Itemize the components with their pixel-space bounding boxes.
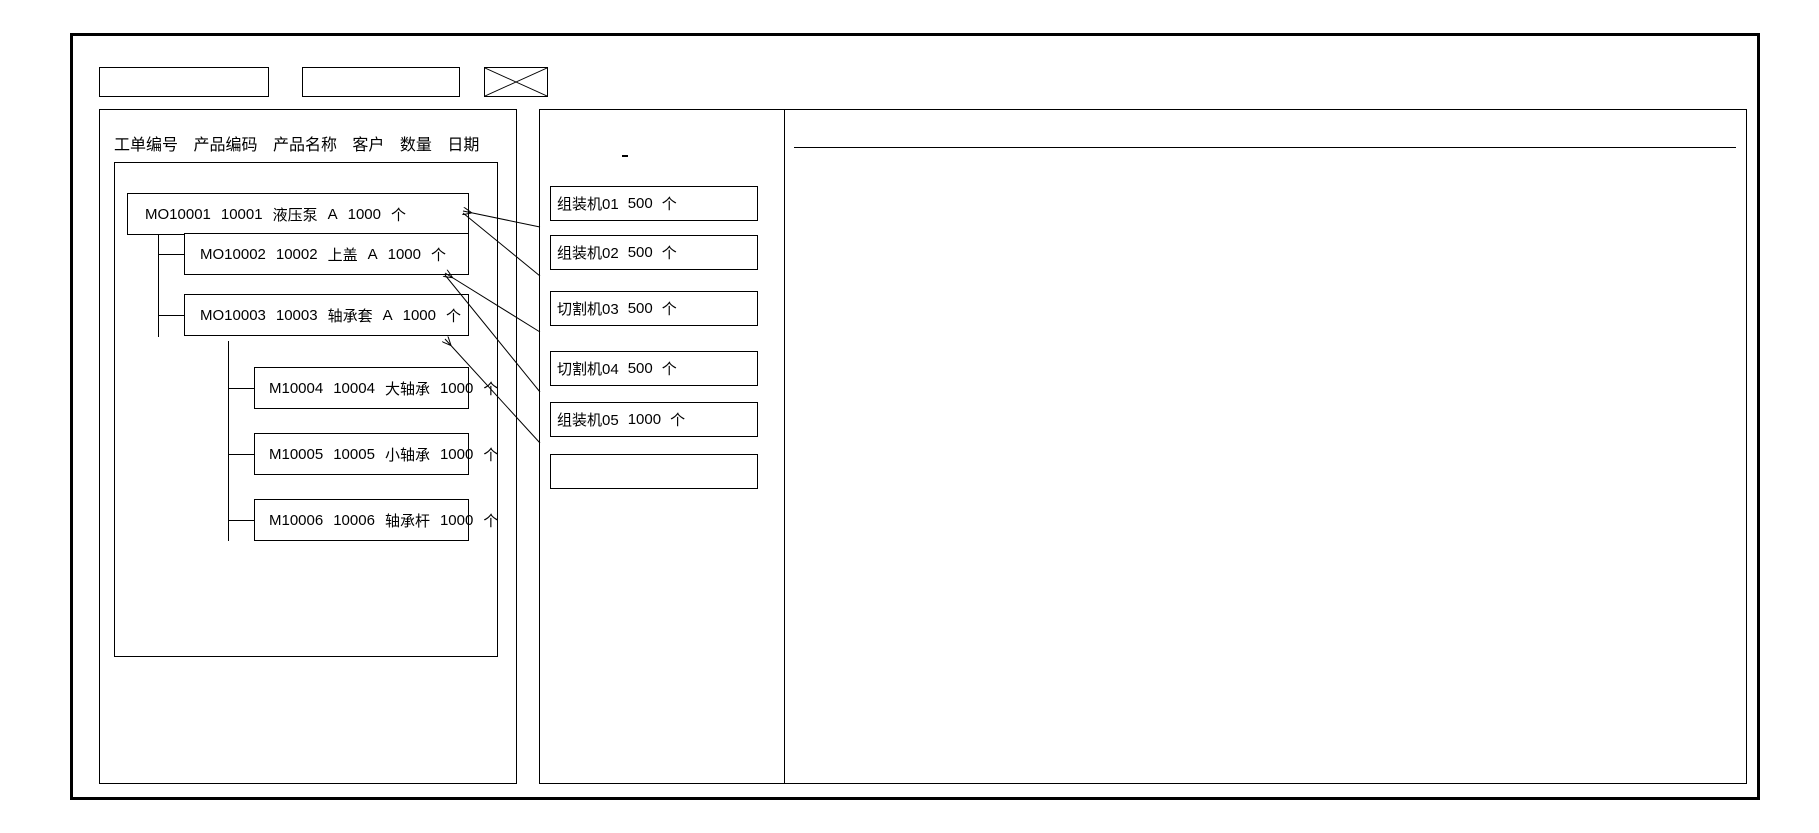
tree-row-product-name: 上盖 [327,246,358,264]
tree-row-product-name: 液压泵 [272,206,318,224]
machine-name: 组装机02 [557,245,619,262]
tree-row-unit: 个 [483,380,499,398]
machine-unit: 个 [661,245,677,262]
tree-connector-elbow-5 [228,520,254,521]
tree-row-product-name: 轴承套 [327,307,373,325]
detail-panel [784,109,1747,784]
tree-row[interactable]: M10006 10006 轴承杆 1000 个 [254,499,498,541]
tree-row-unit: 个 [483,512,499,530]
machine-quantity: 500 [627,300,653,317]
toolbar-field-2[interactable] [302,67,460,97]
machine-row[interactable]: 组装机01 500 个 [550,186,758,221]
work-order-panel: 工单编号 产品编码 产品名称 客户 数量 日期 MO10001 [99,109,517,784]
tree-row-unit: 个 [446,307,462,325]
machine-quantity: 500 [627,244,653,261]
tree-connector-elbow-1 [158,254,184,255]
tree-row-order-no: M10004 [269,379,324,397]
detail-panel-header-divider [794,147,1736,148]
toolbar [99,66,548,98]
toolbar-field-1[interactable] [99,67,269,97]
tree-row-order-no: MO10003 [200,306,266,324]
machine-quantity: 1000 [627,411,662,428]
tree-row-product-code: 10005 [333,445,375,463]
tree-row-product-code: 10002 [275,245,318,263]
work-order-tree-frame: MO10001 10001 液压泵 A 1000 个 MO10002 10002… [114,162,498,657]
tree-row[interactable]: M10005 10005 小轴承 1000 个 [254,433,498,475]
panel-marker-dash [622,155,628,157]
tree-row-quantity: 1000 [387,245,421,263]
machine-row[interactable]: 组装机02 500 个 [550,235,758,270]
tree-row-order-no: MO10001 [145,205,211,223]
column-header-customer: 客户 [352,137,385,154]
tree-row-quantity: 1000 [439,379,474,397]
tree-row-quantity: 1000 [439,445,474,463]
column-headers: 工单编号 产品编码 产品名称 客户 数量 日期 [114,131,479,155]
tree-row-product-name: 大轴承 [384,380,430,398]
column-header-product-code: 产品编码 [193,137,258,154]
tree-row-product-code: 10003 [275,306,318,324]
mid-right-divider [784,109,785,784]
tree-row-product-code: 10006 [333,511,375,529]
application-window: 工单编号 产品编码 产品名称 客户 数量 日期 MO10001 [70,33,1760,800]
tree-row[interactable]: M10004 10004 大轴承 1000 个 [254,367,498,409]
tree-row-order-no: M10006 [269,511,324,529]
tree-row-quantity: 1000 [347,205,381,223]
machine-row[interactable]: 切割机03 500 个 [550,291,758,326]
machine-name: 组装机05 [557,412,619,429]
column-header-date: 日期 [447,137,480,154]
tree-row[interactable]: MO10001 10001 液压泵 A 1000 个 [127,193,469,235]
tree-row-customer: A [327,205,338,223]
machine-quantity: 500 [627,360,653,377]
machine-quantity: 500 [627,195,653,212]
crossed-box-glyph [485,68,547,96]
tree-connector-elbow-2 [158,315,184,316]
tree-row-product-name: 小轴承 [384,446,430,464]
tree-row[interactable]: MO10003 10003 轴承套 A 1000 个 [184,294,469,336]
machine-unit: 个 [670,412,686,429]
machine-schedule-panel: 组装机01 500 个 组装机02 500 个 切割机03 500 个 切割机0… [539,109,784,784]
tree-row-product-name: 轴承杆 [384,512,430,530]
machine-unit: 个 [661,361,677,378]
machine-name: 组装机01 [557,196,619,213]
tree-row-quantity: 1000 [402,306,436,324]
machine-row-empty[interactable] [550,454,758,489]
tree-connector-elbow-4 [228,454,254,455]
machine-name: 切割机04 [557,361,619,378]
machine-unit: 个 [661,196,677,213]
tree-row[interactable]: MO10002 10002 上盖 A 1000 个 [184,233,469,275]
tree-row-unit: 个 [483,446,499,464]
column-header-quantity: 数量 [399,137,432,154]
tree-connector-trunk-sub [228,341,229,541]
column-header-order-no: 工单编号 [114,137,179,154]
tree-connector-elbow-3 [228,388,254,389]
tree-row-product-code: 10004 [333,379,375,397]
machine-row[interactable]: 切割机04 500 个 [550,351,758,386]
panels-container: 工单编号 产品编码 产品名称 客户 数量 日期 MO10001 [99,109,1747,784]
machine-unit: 个 [661,301,677,318]
tree-row-quantity: 1000 [439,511,474,529]
tree-row-product-code: 10001 [220,205,263,223]
column-header-product-name: 产品名称 [272,137,337,154]
tree-row-customer: A [367,245,378,263]
tree-row-unit: 个 [431,246,447,264]
machine-name: 切割机03 [557,301,619,318]
crossed-box-image-placeholder-icon[interactable] [484,67,548,97]
tree-row-order-no: MO10002 [200,245,266,263]
machine-row[interactable]: 组装机05 1000 个 [550,402,758,437]
tree-row-order-no: M10005 [269,445,324,463]
tree-row-unit: 个 [391,206,407,224]
tree-row-customer: A [382,306,393,324]
tree-connector-trunk-root [158,220,159,337]
